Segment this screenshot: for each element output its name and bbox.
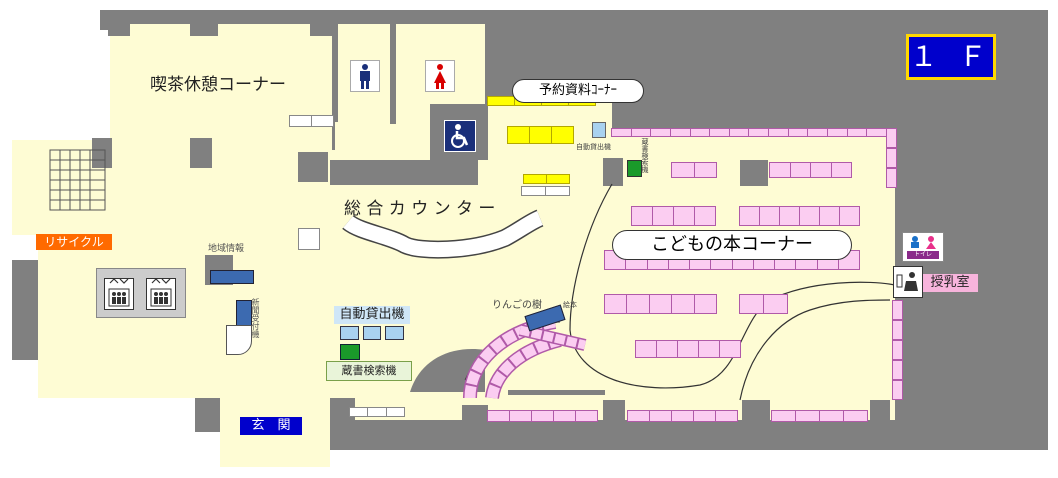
entrance-label: 玄 関 [240, 417, 302, 435]
reserved-corner-label: 予約資料ｺｰﾅｰ [512, 79, 644, 103]
nursing-icon [893, 266, 923, 298]
pillar [870, 400, 890, 425]
shelf [611, 128, 887, 137]
self-checkout-label: 自動貸出機 [334, 306, 410, 324]
pillar [190, 138, 212, 168]
newspaper-curve [226, 325, 252, 355]
catalog-terminal [340, 344, 360, 360]
shelf [739, 294, 788, 314]
shelf [739, 206, 860, 226]
counter-bench [521, 186, 570, 196]
newspaper-label: 新聞受付機 [251, 298, 260, 338]
catalog-small-label: 蔵書検索機 [641, 138, 649, 173]
restroom-divider [390, 24, 396, 124]
reserved-shelf [523, 174, 570, 184]
local-info-label: 地域情報 [208, 244, 245, 254]
nursing-room-label: 授乳室 [922, 274, 978, 292]
restroom-divider [333, 24, 338, 122]
catalog-machine [627, 160, 642, 177]
shelf [631, 206, 716, 226]
table [298, 228, 320, 250]
toilet-pair-icon: トイレ [902, 232, 944, 262]
pillar [740, 160, 768, 186]
shelf [886, 128, 897, 188]
shelf [769, 162, 852, 178]
pillar [298, 152, 328, 182]
pillar [108, 14, 130, 36]
pillar [742, 400, 770, 425]
checkout-desk-tiles [340, 326, 405, 340]
shelf [771, 410, 868, 422]
local-info-shelf [210, 270, 254, 284]
toilet-label: トイレ [913, 251, 932, 258]
reserved-shelf [507, 126, 574, 144]
floor-badge: １ Ｆ [906, 34, 996, 80]
self-checkout-small-label: 自動貸出機 [576, 143, 611, 151]
outer-wall-left [12, 260, 42, 360]
children-corner-label: こどもの本コーナー [612, 230, 852, 260]
pillar [190, 14, 218, 36]
bench [349, 407, 405, 417]
cafe-floor [110, 24, 332, 179]
catalog-label: 蔵書検索機 [326, 361, 412, 381]
pillar [310, 14, 332, 36]
shelf [627, 410, 738, 422]
entrance-wall-left [195, 392, 220, 432]
male-toilet-icon [350, 60, 380, 92]
counter-back-wall [330, 160, 478, 185]
reserved-floor [487, 100, 612, 188]
pillar [603, 158, 623, 186]
shelf [892, 300, 903, 400]
shelf [604, 294, 718, 314]
shelf [635, 340, 741, 358]
pillar [462, 405, 488, 425]
picture-books-label: 絵本 [563, 301, 577, 309]
female-toilet-icon [425, 60, 455, 92]
shelf [487, 410, 598, 422]
cafe-label: 喫茶休憩コーナー [150, 75, 286, 95]
wheelchair-icon [444, 120, 476, 152]
recycle-label: リサイクル [36, 234, 112, 250]
elevator-icon [146, 278, 176, 310]
apple-room-label: りんごの樹 [492, 300, 542, 311]
main-counter-label: 総 合 カ ウ ン タ ー [344, 199, 496, 219]
pillar [603, 400, 625, 425]
counter-bench [289, 115, 334, 127]
shelf [671, 162, 717, 178]
checkout-machine [592, 122, 606, 138]
elevator-icon [104, 278, 134, 310]
